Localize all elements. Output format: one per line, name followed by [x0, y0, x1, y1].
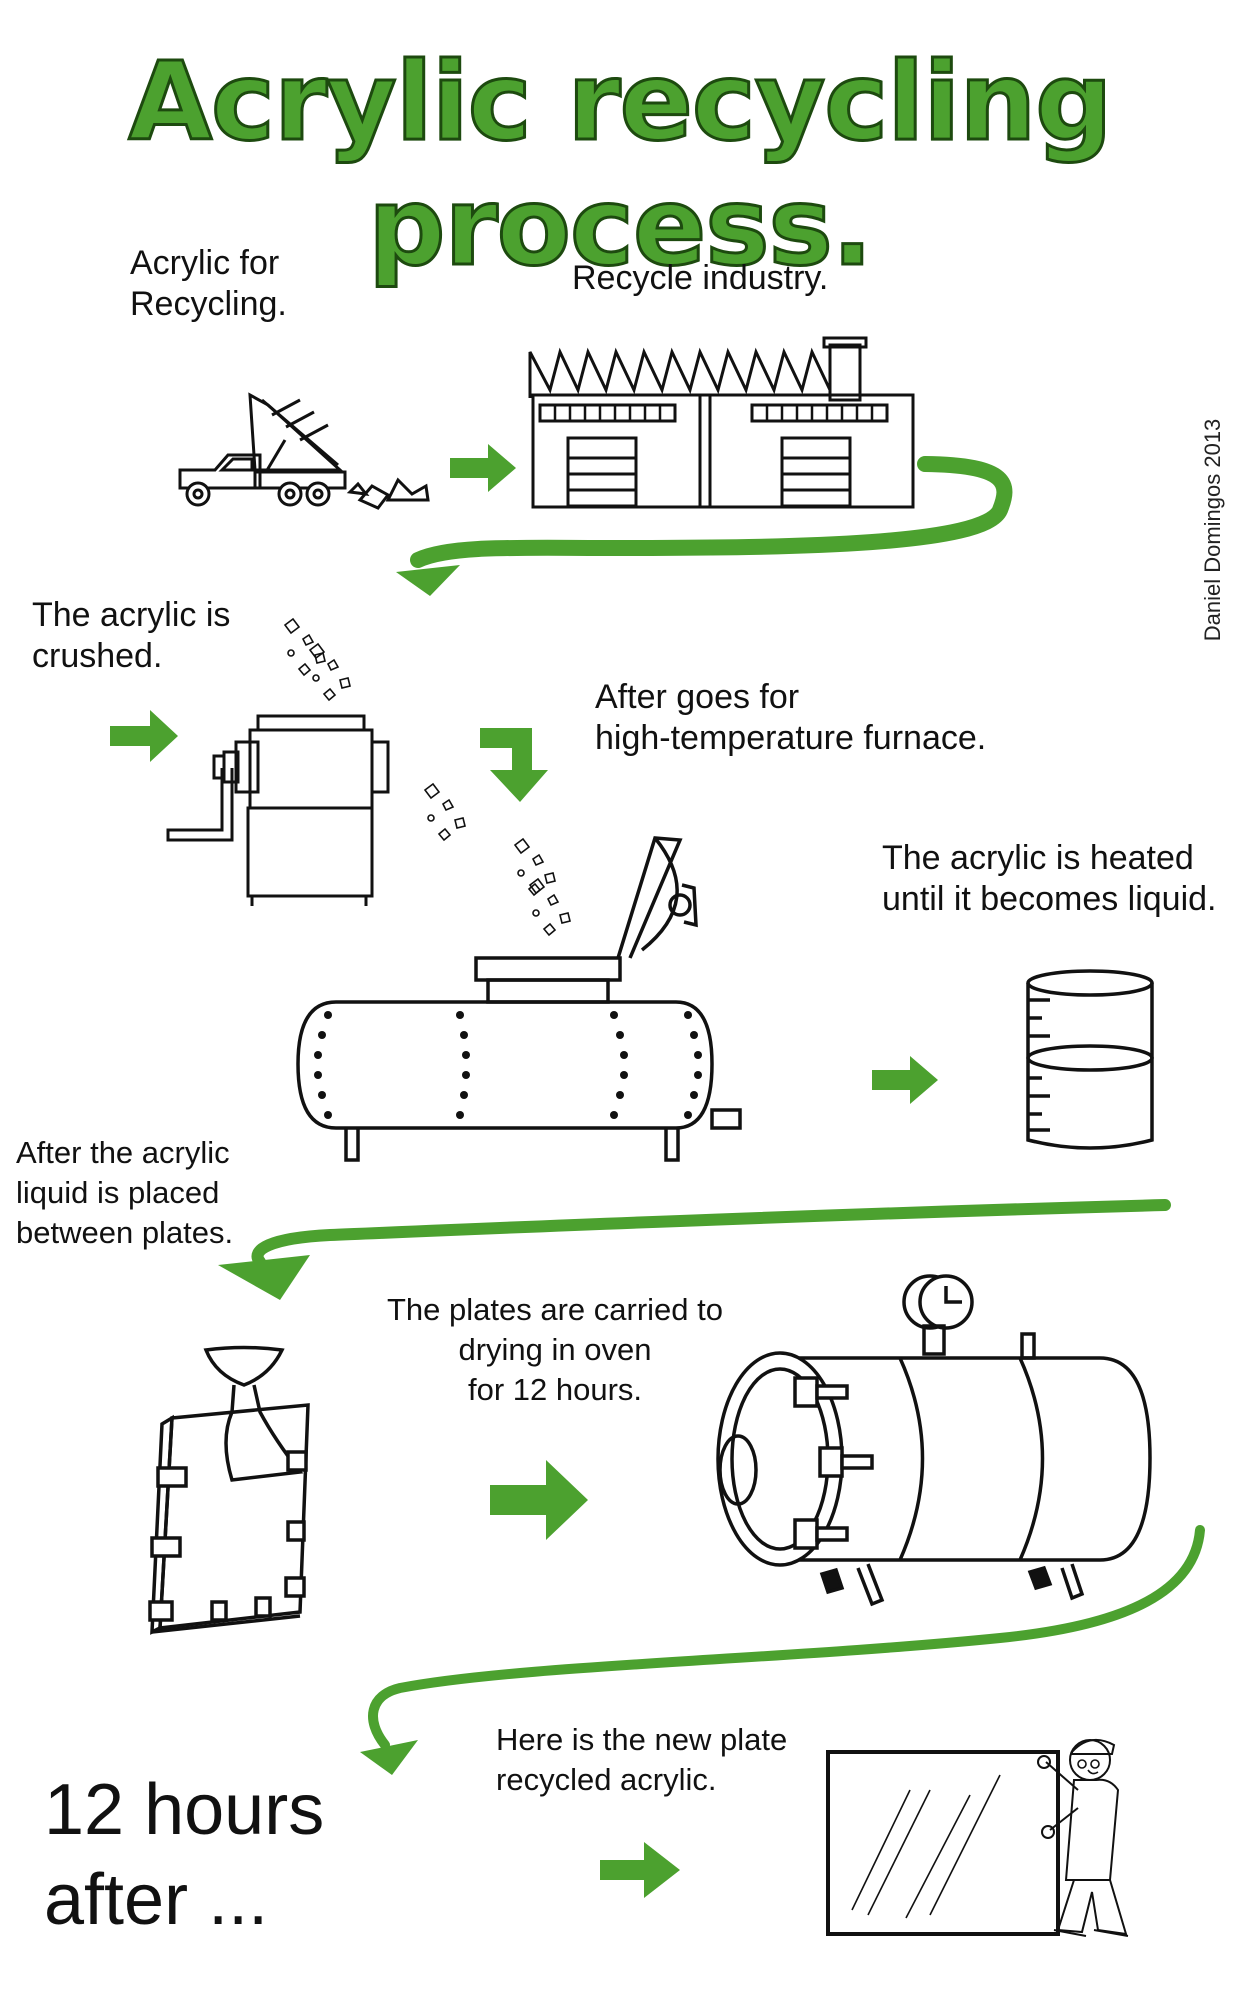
factory-icon [528, 336, 915, 509]
plate-mold-icon [148, 1345, 310, 1635]
step-label-drying-oven: The plates are carried to drying in oven… [386, 1292, 723, 1407]
arrow-into-crusher [110, 710, 178, 762]
arrow-curve-beaker-to-plates [218, 1199, 1171, 1300]
arrow-plates-to-oven [490, 1460, 588, 1540]
drying-oven-icon [716, 1274, 1152, 1607]
step-label-crushed: The acrylic is crushed. [32, 596, 231, 675]
arrow-furnace-to-beaker [872, 1056, 938, 1104]
step-label-recycle-industry: Recycle industry. [572, 259, 829, 297]
step-label-furnace: After goes for high-temperature furnace. [595, 678, 987, 757]
arrow-curve-factory-to-crusher [396, 456, 1013, 596]
step-label-heated: The acrylic is heated until it becomes l… [882, 839, 1217, 918]
furnace-tank-icon [296, 782, 742, 1162]
measuring-beaker-icon [1026, 969, 1154, 1150]
arrow-to-new-plate [600, 1842, 680, 1898]
step-label-between-plates: After the acrylic liquid is placed betwe… [16, 1135, 234, 1250]
dump-truck-icon [178, 392, 430, 510]
worker-with-plate-icon [826, 1738, 1129, 1937]
arrow-curve-oven-to-result [360, 1525, 1205, 1775]
step-label-new-plate: Here is the new plate recycled acrylic. [496, 1722, 788, 1797]
crusher-icon [166, 617, 390, 906]
step-label-acrylic-for-recycling: Acrylic for Recycling. [130, 244, 287, 323]
arrow-down-into-furnace [480, 728, 548, 802]
page-title: Acrylic recycling process. [127, 39, 1114, 292]
step-label-12-hours-after: 12 hours after ... [44, 1770, 325, 1940]
arrow-truck-to-factory [450, 444, 516, 492]
